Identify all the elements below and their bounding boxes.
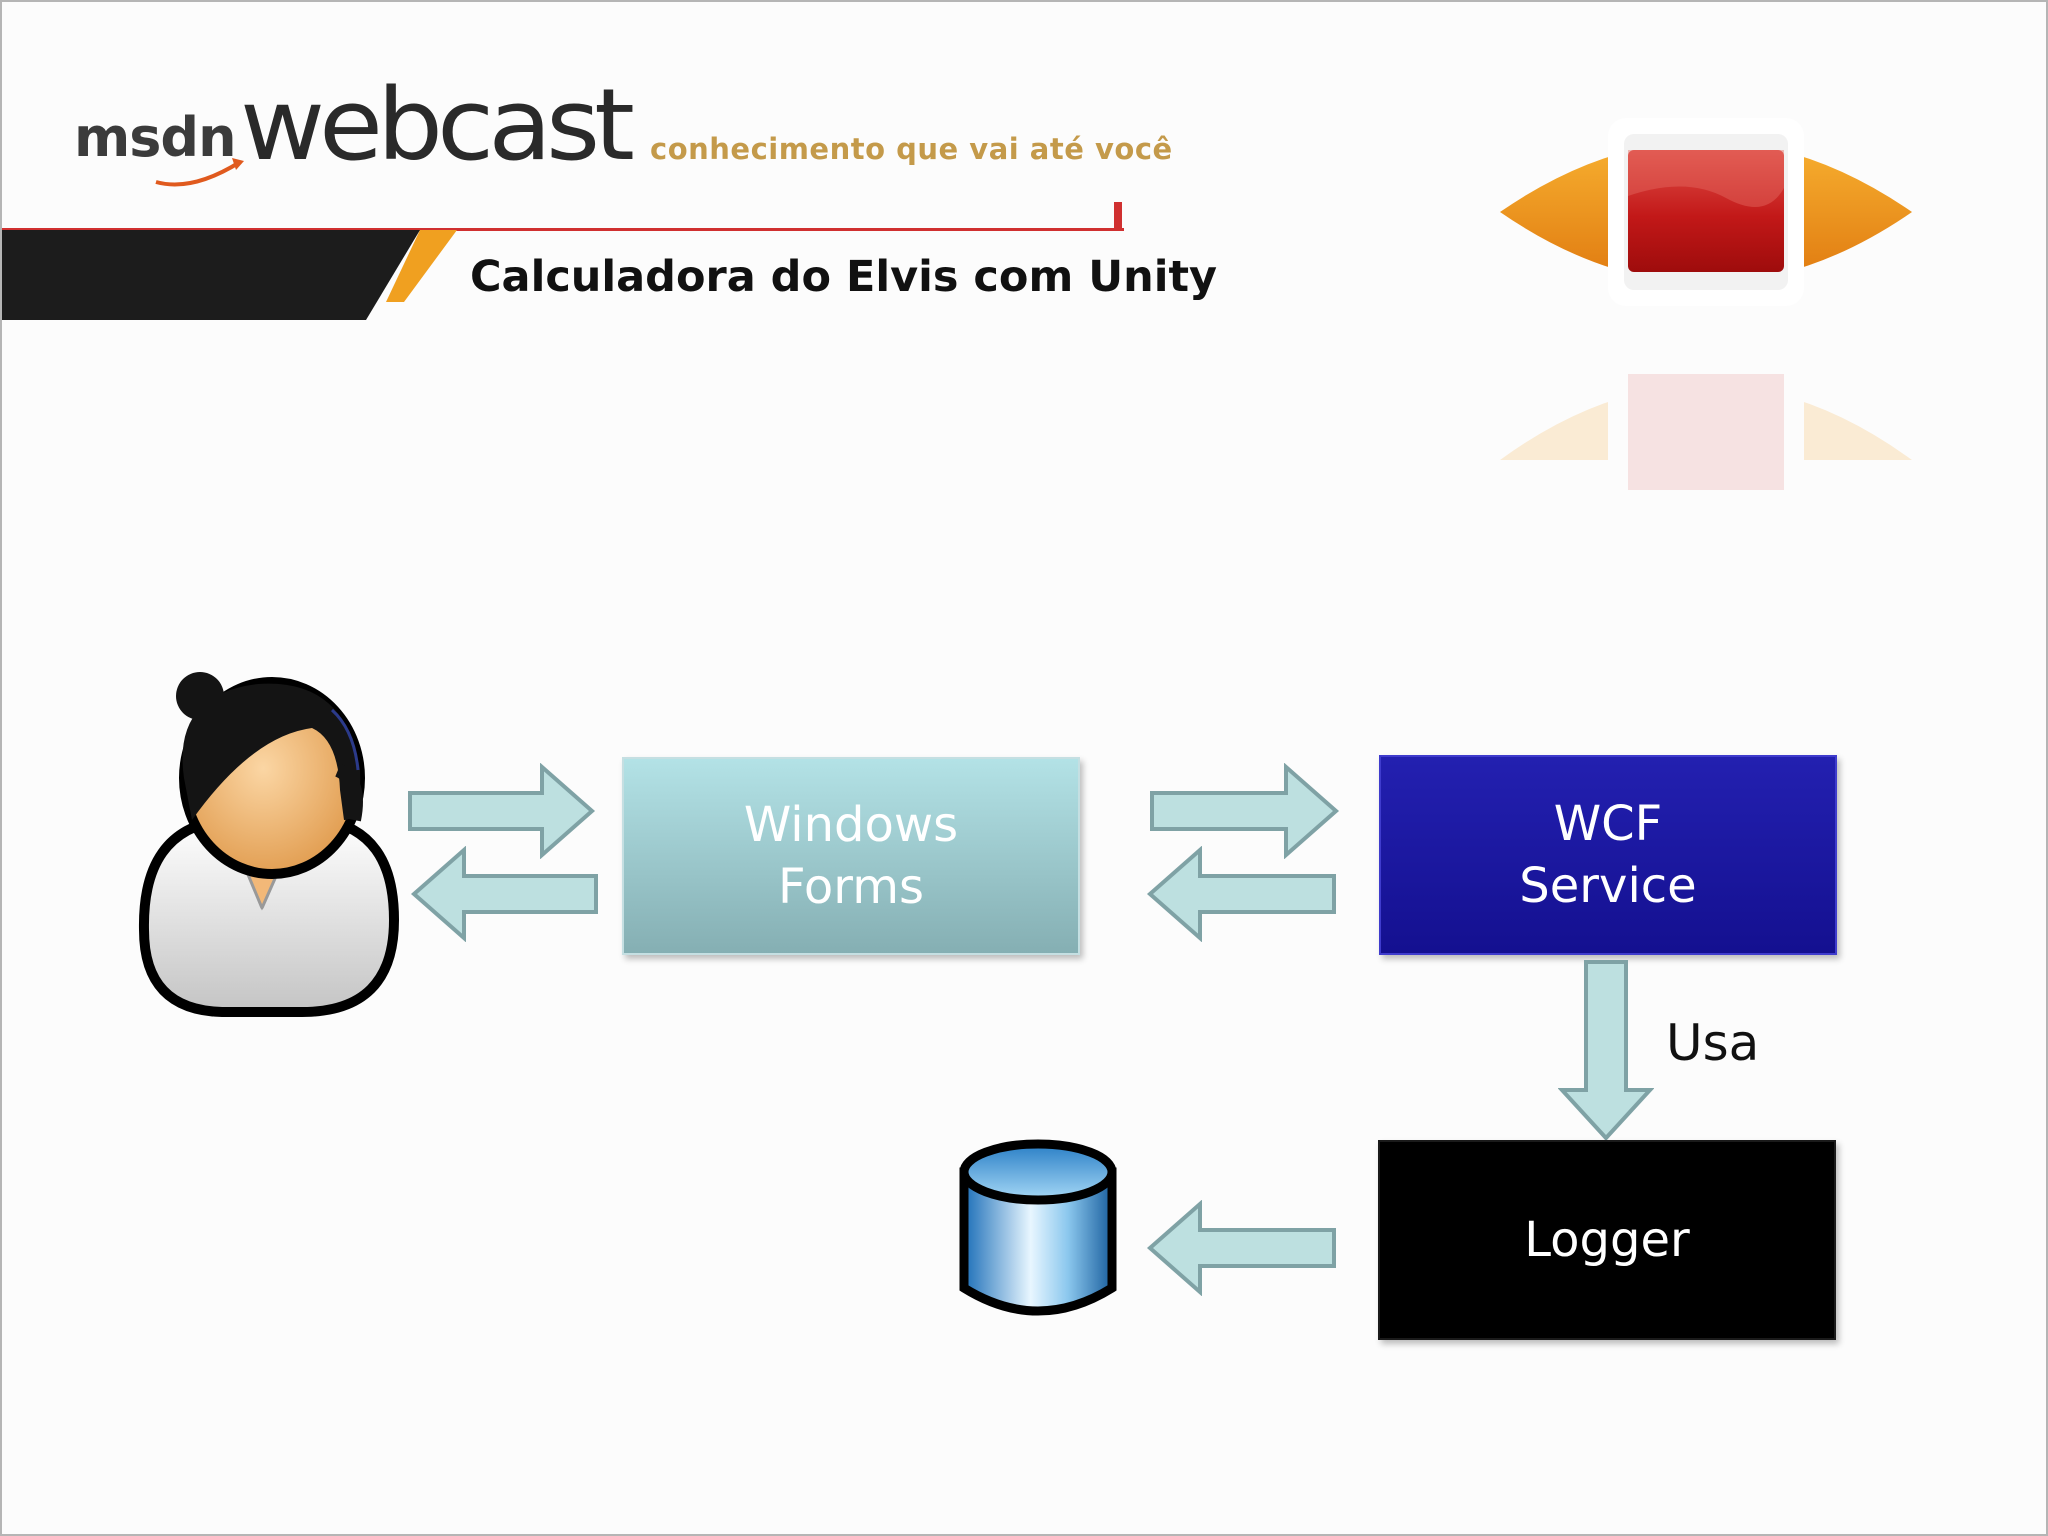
arrow-wcf-to-forms xyxy=(1146,846,1336,942)
logo-tagline: conhecimento que vai até você xyxy=(650,132,1173,166)
arrow-wcf-to-logger xyxy=(1558,960,1654,1141)
windows-forms-box: Windows Forms xyxy=(622,757,1080,955)
uses-label: Usa xyxy=(1666,1014,1760,1072)
user-icon xyxy=(138,672,400,1017)
header-band xyxy=(2,230,457,320)
logo-webcast: webcast xyxy=(240,67,635,183)
logo-swoosh-icon xyxy=(155,158,244,187)
slide-title: Calculadora do Elvis com Unity xyxy=(470,252,1218,302)
arrow-forms-to-user xyxy=(410,846,598,942)
database-icon xyxy=(959,1139,1117,1316)
header-rule xyxy=(2,202,1124,231)
eye-emblem-reflection xyxy=(1500,348,1912,490)
logger-box: Logger xyxy=(1378,1140,1836,1340)
eye-emblem-icon xyxy=(1500,118,1912,306)
arrow-user-to-forms xyxy=(408,763,596,859)
arrow-forms-to-wcf xyxy=(1150,763,1340,859)
wcf-service-box: WCF Service xyxy=(1379,755,1837,955)
arrow-logger-to-database xyxy=(1146,1200,1336,1296)
logo-msdn: msdn xyxy=(74,106,237,169)
